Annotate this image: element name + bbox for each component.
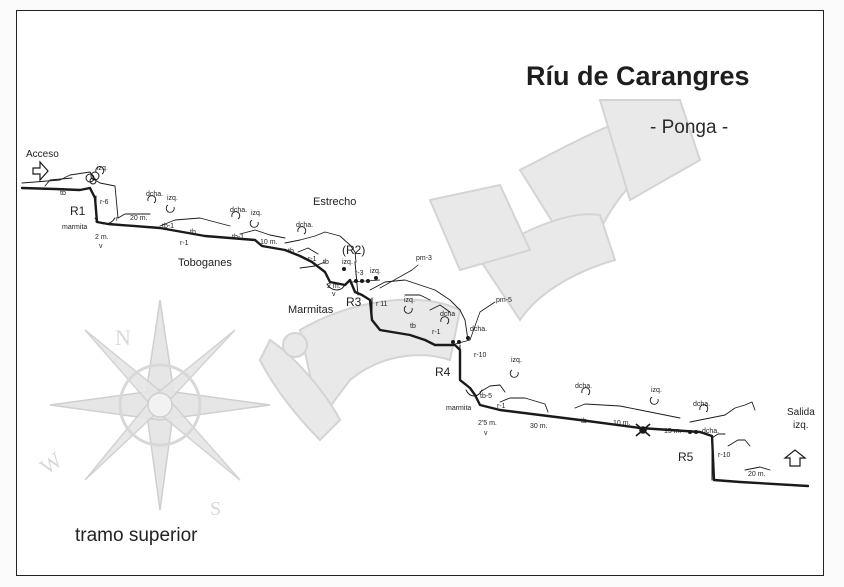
annotation: izq. bbox=[167, 195, 178, 202]
page-subtitle: - Ponga - bbox=[650, 117, 729, 138]
annotation: 2'5 m. bbox=[478, 420, 497, 427]
annotation: tb bbox=[581, 418, 587, 425]
annotation: v bbox=[99, 243, 103, 250]
area-estrecho: Estrecho bbox=[313, 196, 357, 208]
rappel-r2: (R2) bbox=[342, 243, 366, 257]
annotation: dcha. bbox=[702, 428, 720, 435]
annotation: 20 m. bbox=[748, 471, 766, 478]
rappel-r4: R4 bbox=[435, 365, 451, 379]
annotation: tb-5 bbox=[480, 393, 493, 400]
annotation: 10 m. bbox=[613, 420, 631, 427]
rappel-r3: R3 bbox=[346, 295, 362, 309]
annotation: 15 m. bbox=[664, 428, 682, 435]
end-label: Salida bbox=[787, 407, 815, 418]
annotation: r-10 bbox=[474, 352, 487, 359]
annotation: marmita bbox=[62, 224, 88, 231]
annotation: tb bbox=[323, 259, 329, 266]
annotation: dcha. bbox=[575, 383, 593, 390]
annotation: dcha. bbox=[693, 401, 711, 408]
annotation: tb bbox=[60, 190, 66, 197]
annotation: tb bbox=[410, 323, 416, 330]
annotation: 30 m. bbox=[530, 423, 548, 430]
annotation: izq. bbox=[342, 259, 353, 266]
page-title: Ríu de Carangres bbox=[526, 61, 750, 91]
canyon-profile bbox=[20, 171, 810, 488]
annotation: r-3 bbox=[355, 270, 364, 277]
annotation: tb-1 bbox=[232, 234, 245, 241]
section-label: tramo superior bbox=[75, 525, 198, 546]
annotation: izq. bbox=[651, 387, 662, 394]
compass-w: W bbox=[35, 447, 67, 480]
annotation: dcha. bbox=[470, 326, 488, 333]
annotation: dcha. bbox=[146, 191, 164, 198]
annotation: pm-3 bbox=[416, 255, 432, 262]
annotation: 2 m. bbox=[327, 283, 341, 290]
annotation: izq. bbox=[404, 297, 415, 304]
sheet-border bbox=[16, 10, 824, 576]
annotation: dcha. bbox=[296, 222, 314, 229]
rappel-r1: R1 bbox=[70, 204, 86, 218]
annotation: r-10 bbox=[718, 452, 731, 459]
annotation: tb bbox=[288, 248, 294, 255]
annotation: tb bbox=[190, 229, 196, 236]
tree-anchor-icon bbox=[85, 171, 100, 185]
annotation: r-1 bbox=[308, 256, 317, 263]
rappel-r5: R5 bbox=[678, 450, 694, 464]
annotation: v bbox=[332, 291, 336, 298]
annotation: pm-5 bbox=[496, 297, 512, 304]
access-arrow-icon bbox=[32, 160, 49, 182]
annotation: izq. bbox=[251, 210, 262, 217]
annotation: tb-1 bbox=[162, 223, 175, 230]
annotation: 10 m. bbox=[260, 239, 278, 246]
area-marmitas: Marmitas bbox=[288, 304, 334, 316]
area-toboganes: Toboganes bbox=[178, 257, 232, 269]
compass-s: S bbox=[210, 498, 221, 520]
annotation: r-1 bbox=[432, 329, 441, 336]
annotation: marmita bbox=[446, 405, 472, 412]
annotation: dcha bbox=[440, 311, 456, 318]
annotation: r 11 bbox=[376, 301, 388, 308]
annotation: r-1 bbox=[180, 240, 189, 247]
annotation: r bbox=[116, 216, 119, 223]
annotation: izq. bbox=[511, 357, 522, 364]
turn-arrow-icons bbox=[95, 166, 709, 413]
annotation: izq. bbox=[370, 268, 381, 275]
brand-watermark bbox=[258, 99, 702, 442]
annotation: r-1 bbox=[497, 403, 506, 410]
annotation: 2 m. bbox=[95, 234, 109, 241]
annotation: v bbox=[484, 430, 488, 437]
annotation: 20 m. bbox=[130, 215, 148, 222]
annotation: dcha. bbox=[230, 207, 248, 214]
annotation: izq. bbox=[97, 165, 108, 172]
exit-arrow-icon bbox=[783, 449, 807, 467]
annotation: r-6 bbox=[100, 199, 109, 206]
compass-rose-watermark bbox=[49, 299, 271, 511]
compass-n: N bbox=[115, 325, 131, 350]
obstacle-icon bbox=[635, 423, 651, 437]
end-side-label: izq. bbox=[793, 420, 809, 431]
start-label: Acceso bbox=[26, 149, 59, 160]
